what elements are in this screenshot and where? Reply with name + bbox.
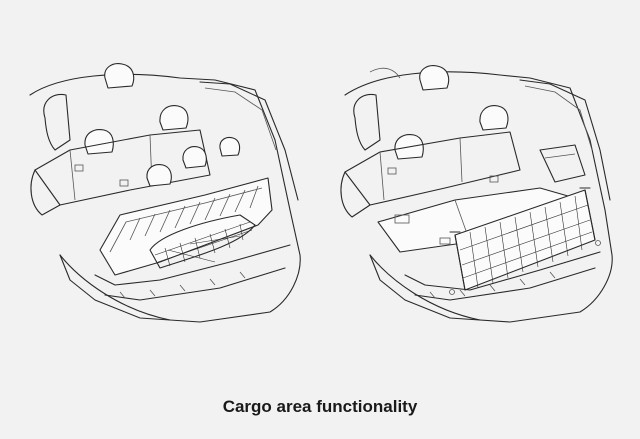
caption-title: Cargo area functionality	[222, 397, 418, 416]
illustrations-area	[29, 63, 613, 323]
cargo-illustrations	[29, 63, 613, 323]
cargo-net-divider-drawing	[340, 65, 613, 323]
cargo-tray-with-net-drawing	[29, 63, 301, 323]
